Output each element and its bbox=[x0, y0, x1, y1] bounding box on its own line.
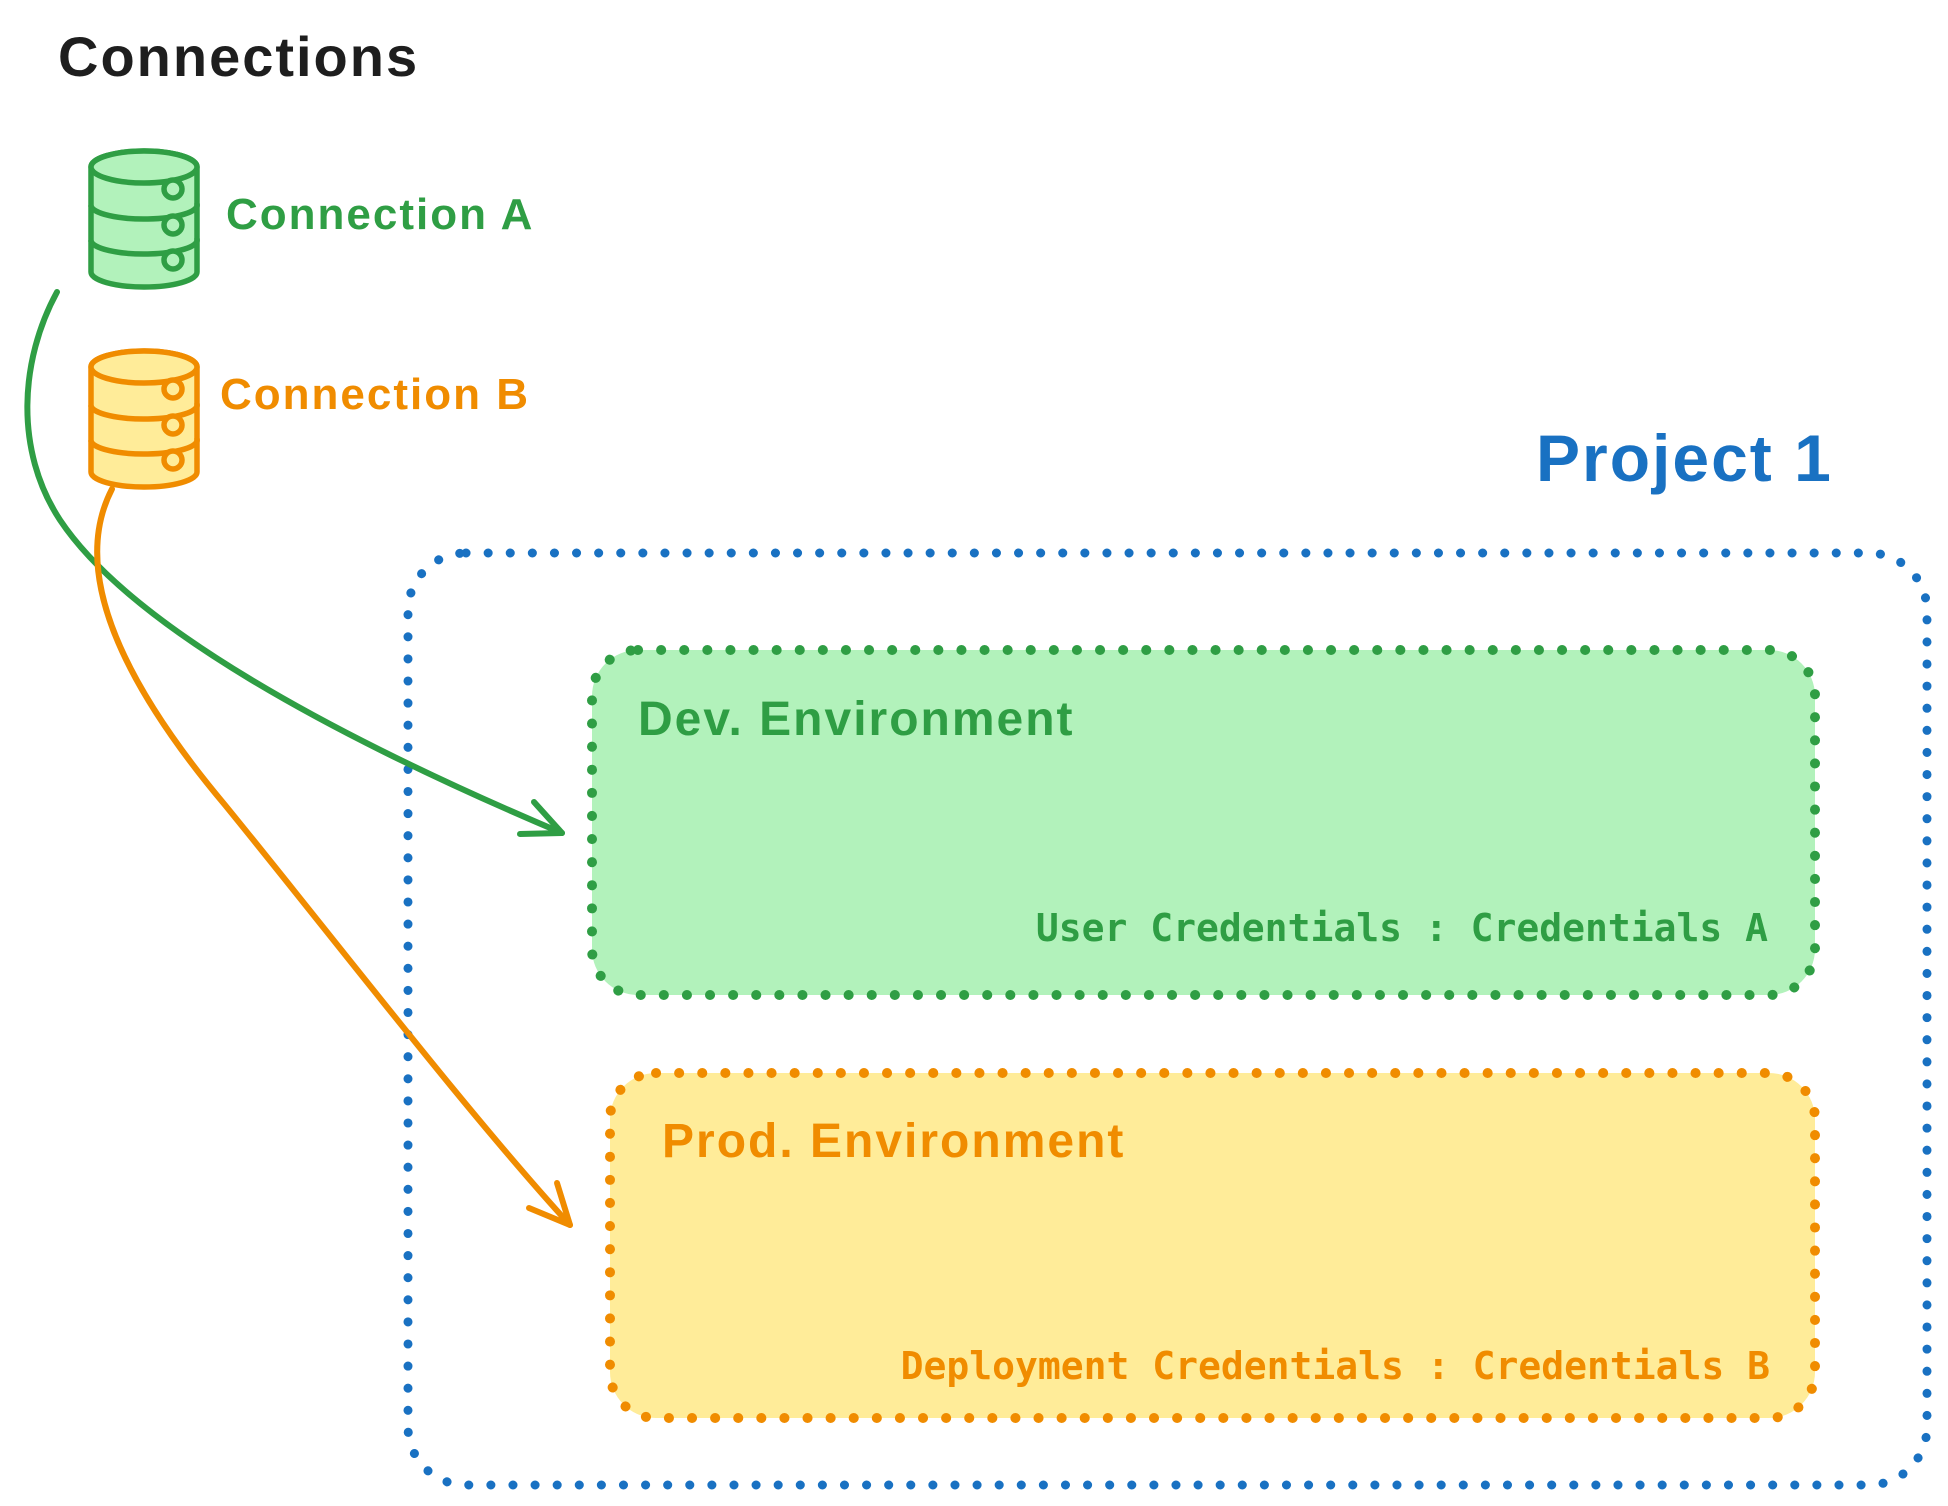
dev-environment-title: Dev. Environment bbox=[638, 693, 1075, 746]
dev-environment-credentials: User Credentials : Credentials A bbox=[1035, 906, 1768, 950]
database-a-icon bbox=[88, 148, 200, 290]
project-1-title: Project 1 bbox=[1536, 421, 1833, 495]
connection-a-label: Connection A bbox=[226, 190, 535, 239]
database-b-icon bbox=[88, 348, 200, 490]
prod-environment-credentials: Deployment Credentials : Credentials B bbox=[900, 1344, 1770, 1388]
prod-environment-box bbox=[605, 1068, 1820, 1423]
project-1-container bbox=[403, 548, 1932, 1490]
connection-b-label: Connection B bbox=[220, 370, 530, 419]
connections-heading: Connections bbox=[58, 25, 420, 88]
dev-environment-box bbox=[587, 645, 1820, 1000]
arrow-connection-b-to-prod bbox=[94, 486, 573, 1228]
prod-environment-title: Prod. Environment bbox=[662, 1115, 1126, 1168]
